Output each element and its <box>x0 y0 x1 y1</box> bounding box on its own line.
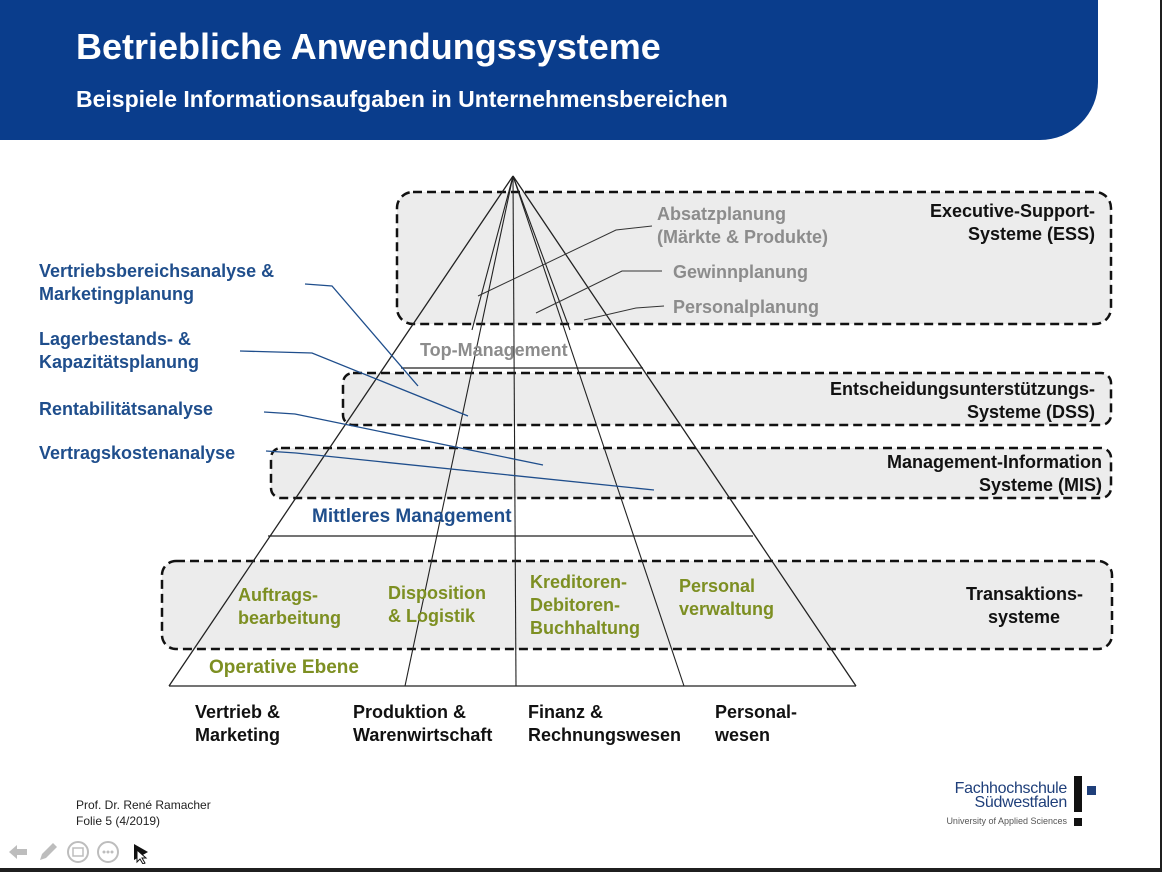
vertrieb-callout <box>304 283 419 387</box>
slide-title: Betriebliche Anwendungssysteme <box>76 26 661 67</box>
logo-bar <box>1074 776 1082 812</box>
logo-line2: Südwestfalen <box>974 794 1068 811</box>
area-personal: Personal- wesen <box>715 701 797 747</box>
absatzplanung-line2: (Märkte & Produkte) <box>657 227 829 247</box>
rentabilitaetsanalyse-label: Rentabilitätsanalyse <box>39 399 214 419</box>
area-vertrieb-line2: Marketing <box>195 725 281 745</box>
area-finanz: Finanz & Rechnungswesen <box>528 701 681 747</box>
header-banner: Betriebliche Anwendungssysteme Beispiele… <box>0 0 1098 140</box>
pointer-icon[interactable] <box>128 840 152 865</box>
absatz-callout <box>477 225 653 297</box>
ray <box>471 175 514 331</box>
lagerbestand-label: Lagerbestands- & Kapazitätsplanung <box>39 328 199 374</box>
area-produktion: Produktion & Warenwirtschaft <box>353 701 492 747</box>
pyramid-right-edge <box>512 175 857 687</box>
dss-label: Entscheidungsunterstützungs- Systeme (DS… <box>780 378 1095 424</box>
auftrag-line2: bearbeitung <box>238 608 342 628</box>
dss-label-line1: Entscheidungsunterstützungs- <box>830 379 1095 399</box>
logo-line1: Fachhochschule <box>954 780 1068 797</box>
dss-box <box>341 371 1113 427</box>
kreditoren-line2: Debitoren- <box>530 595 620 615</box>
ts-label: Transaktions- systeme <box>966 583 1084 629</box>
more-icon[interactable] <box>96 840 120 864</box>
back-icon[interactable] <box>6 840 30 864</box>
ray <box>512 175 685 687</box>
vertragskosten-callout <box>265 450 655 491</box>
mis-label-line1: Management-Information <box>886 452 1102 472</box>
slide-icon[interactable] <box>66 840 90 864</box>
area-finanz-line1: Finanz & <box>528 702 603 722</box>
area-finanz-line2: Rechnungswesen <box>528 725 682 745</box>
operative-level-label: Operative Ebene <box>209 657 359 678</box>
absatzplanung-line1: Absatzplanung <box>657 204 786 224</box>
kreditoren-line1: Kreditoren- <box>530 572 628 592</box>
area-personal-line2: wesen <box>715 725 771 745</box>
mis-box <box>269 446 1113 500</box>
area-personal-line1: Personal- <box>715 702 798 722</box>
personalverwaltung-label: Personal verwaltung <box>679 575 774 621</box>
disposition-line1: Disposition <box>388 583 486 603</box>
area-vertrieb: Vertrieb & Marketing <box>195 701 280 747</box>
ts-box <box>160 559 1114 651</box>
auftrag-line1: Auftrags- <box>238 585 318 605</box>
lager-line2: Kapazitätsplanung <box>39 352 200 372</box>
logo-square-blue <box>1087 786 1096 795</box>
ess-label-line1: Executive-Support- <box>929 201 1095 221</box>
footer-slide-number: Folie 5 (4/2019) <box>76 814 161 828</box>
pen-icon[interactable] <box>36 840 60 864</box>
logo-square-black <box>1074 818 1082 826</box>
vertrieb-analysis-line1: Vertriebsbereichsanalyse & <box>39 261 275 281</box>
mis-label: Management-Information Systeme (MIS) <box>840 451 1102 497</box>
kreditoren-line3: Buchhaltung <box>530 618 640 638</box>
vertrieb-analysis-line2: Marketingplanung <box>39 284 195 304</box>
lager-callout <box>239 350 469 417</box>
absatzplanung-label: Absatzplanung (Märkte & Produkte) <box>657 203 828 249</box>
personalverwaltung-line2: verwaltung <box>679 599 775 619</box>
ray <box>404 175 514 687</box>
gewinnplanung-label: Gewinnplanung <box>673 262 808 282</box>
footer-author: Prof. Dr. René Ramacher <box>76 798 211 812</box>
middle-management-label: Mittleres Management <box>312 506 512 527</box>
area-produktion-line2: Warenwirtschaft <box>353 725 493 745</box>
ray <box>512 175 517 687</box>
vertriebsbereichsanalyse-label: Vertriebsbereichsanalyse & Marketingplan… <box>39 260 274 306</box>
area-vertrieb-line1: Vertrieb & <box>195 702 281 722</box>
ess-box <box>395 190 1113 326</box>
area-produktion-line1: Produktion & <box>353 702 466 722</box>
kreditoren-label: Kreditoren- Debitoren- Buchhaltung <box>530 571 640 640</box>
university-logo: Fachhochschule Südwestfalen University o… <box>926 776 1101 832</box>
mis-label-line2: Systeme (MIS) <box>978 475 1102 495</box>
logo-line3: University of Applied Sciences <box>946 816 1067 826</box>
dss-label-line2: Systeme (DSS) <box>966 402 1095 422</box>
personalplanung-label: Personalplanung <box>673 297 820 317</box>
personal-callout <box>583 305 665 321</box>
ts-label-line2: systeme <box>987 607 1061 627</box>
ess-label: Executive-Support- Systeme (ESS) <box>880 200 1095 246</box>
slide-subtitle: Beispiele Informationsaufgaben in Untern… <box>76 86 728 112</box>
vertragskostenanalyse-label: Vertragskostenanalyse <box>39 443 236 463</box>
top-management-label: Top-Management <box>420 340 568 360</box>
ray <box>512 175 571 331</box>
gewinn-callout <box>535 270 662 314</box>
pyramid-left-edge <box>168 175 514 687</box>
ts-label-line1: Transaktions- <box>966 584 1084 604</box>
ess-label-line2: Systeme (ESS) <box>967 224 1095 244</box>
disposition-line2: & Logistik <box>388 606 476 626</box>
auftragsbearbeitung-label: Auftrags- bearbeitung <box>238 584 341 630</box>
lager-line1: Lagerbestands- & <box>39 329 192 349</box>
rentabilitaet-callout <box>263 411 544 466</box>
personalverwaltung-line1: Personal <box>679 576 756 596</box>
disposition-label: Disposition & Logistik <box>388 582 486 628</box>
